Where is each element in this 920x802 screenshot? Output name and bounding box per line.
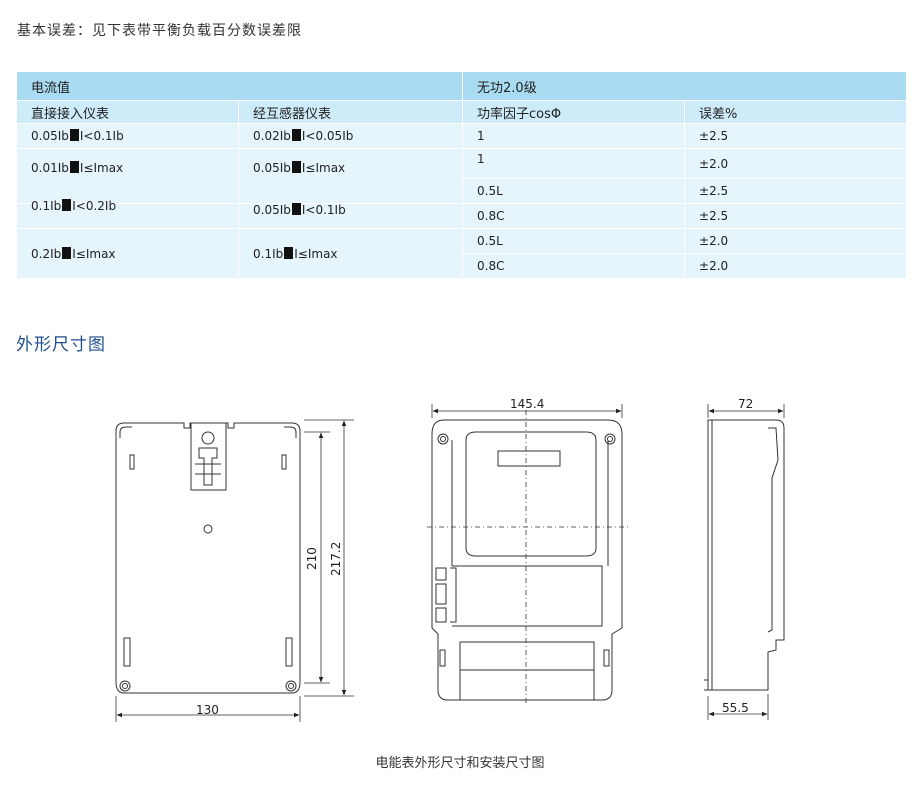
cell-error: ±2.5 [684, 178, 908, 204]
cell-text: I<0.1Ib [301, 203, 346, 217]
cell-text: I<0.2Ib [72, 199, 117, 213]
cell-text: I≤Imax [72, 246, 116, 261]
black-square-icon [69, 161, 79, 173]
subheader-direct: 直接接入仪表 [16, 100, 239, 124]
cell-direct: 0.05Ib I<0.1Ib [16, 123, 239, 149]
intro-text: 基本误差：见下表带平衡负载百分数误差限 [17, 23, 302, 39]
dim-back-height-inner: 210 [305, 547, 319, 570]
black-square-icon [62, 246, 72, 259]
dimension-drawing: 130 210 217.2 145.4 72 55.5 [115, 397, 785, 722]
dim-side-bottom: 55.5 [722, 701, 749, 715]
table-row: 0.05Ib I<0.1Ib 0.02Ib I<0.05Ib 1 ±2.5 [16, 123, 908, 149]
dim-back-height-outer: 217.2 [329, 542, 343, 576]
cell-direct: 0.2Ib I≤Imax [16, 228, 239, 279]
subheader-error: 误差% [684, 100, 908, 124]
figure-caption: 电能表外形尺寸和安装尺寸图 [375, 756, 545, 771]
error-table: 电流值 无功2.0级 直接接入仪表 经互感器仪表 功率因子cosΦ 误差% 0.… [15, 71, 908, 279]
cell-ct: 0.02Ib I<0.05Ib [237, 123, 464, 149]
cell-pf: 0.8C [462, 253, 686, 279]
dimension-lines [115, 404, 785, 722]
cell-text: 0.05Ib [253, 161, 291, 175]
side-view [704, 419, 785, 691]
table-row: 0.2Ib I≤Imax 0.1Ib I≤Imax 0.5L ±2.0 [16, 228, 908, 279]
cell-text: 0.1Ib [31, 199, 62, 213]
cell-text: 0.2Ib [31, 246, 62, 261]
header-current: 电流值 [15, 71, 464, 101]
table-row: 0.01Ib I≤Imax 0.05Ib I≤Imax 1 ±2.0 [16, 148, 908, 204]
cell-pf: 0.5L [462, 178, 686, 204]
cell-text: 0.01Ib [31, 161, 69, 175]
black-square-icon [69, 129, 79, 141]
dim-side-depth: 72 [738, 397, 753, 411]
cell-ct: 0.1Ib I≤Imax [237, 228, 464, 279]
cell-text: I≤Imax [79, 161, 124, 175]
cell-pf: 1 [462, 148, 686, 179]
header-class: 无功2.0级 [462, 71, 908, 101]
section-title: 外形尺寸图 [16, 335, 106, 355]
back-view [115, 422, 301, 694]
black-square-icon [62, 199, 72, 211]
table-subheader-row: 直接接入仪表 经互感器仪表 功率因子cosΦ 误差% [16, 100, 908, 124]
black-square-icon [291, 129, 301, 141]
black-square-icon [291, 203, 301, 215]
cell-error: ±2.0 [684, 253, 908, 279]
cell-text: 0.05Ib [253, 203, 291, 217]
cell-direct: 0.01Ib I≤Imax [16, 148, 239, 204]
center-lines [427, 410, 628, 706]
cell-error: ±2.0 [684, 228, 908, 254]
cell-error: ±2.0 [684, 148, 908, 179]
table-row: 0.5L ±2.5 [17, 178, 908, 204]
cell-text: I≤Imax [301, 161, 346, 175]
cell-text: I<0.1Ib [79, 129, 124, 143]
cell-text: 0.1Ib [253, 246, 284, 261]
cell-ct: 0.05Ib I≤Imax [237, 148, 464, 204]
cell-text: 0.02Ib [253, 129, 291, 143]
cell-text: I<0.05Ib [301, 129, 354, 143]
table-header-row: 电流值 无功2.0级 [15, 71, 908, 101]
dim-back-width: 130 [196, 703, 219, 717]
black-square-icon [291, 161, 301, 173]
black-square-icon [284, 246, 294, 259]
cell-text: I≤Imax [294, 246, 338, 261]
front-view [431, 419, 623, 701]
cell-error: ±2.5 [684, 123, 908, 149]
cell-pf: 0.5L [462, 228, 686, 254]
cell-error: ±2.5 [684, 203, 908, 229]
cell-text: 0.05Ib [31, 129, 69, 143]
subheader-pf: 功率因子cosΦ [462, 100, 686, 124]
dim-front-width: 145.4 [510, 397, 544, 411]
table-row: 0.8C ±2.0 [17, 253, 908, 279]
cell-direct: 0.1Ib I<0.2Ib [16, 199, 239, 229]
cell-ct: 0.05Ib I<0.1Ib [237, 203, 464, 229]
cell-pf: 1 [462, 123, 686, 149]
table-row: 0.1Ib I<0.2Ib 0.05Ib I<0.1Ib 0.8C ±2.5 [16, 199, 908, 229]
cell-pf: 0.8C [462, 203, 686, 229]
subheader-ct: 经互感器仪表 [237, 100, 464, 124]
